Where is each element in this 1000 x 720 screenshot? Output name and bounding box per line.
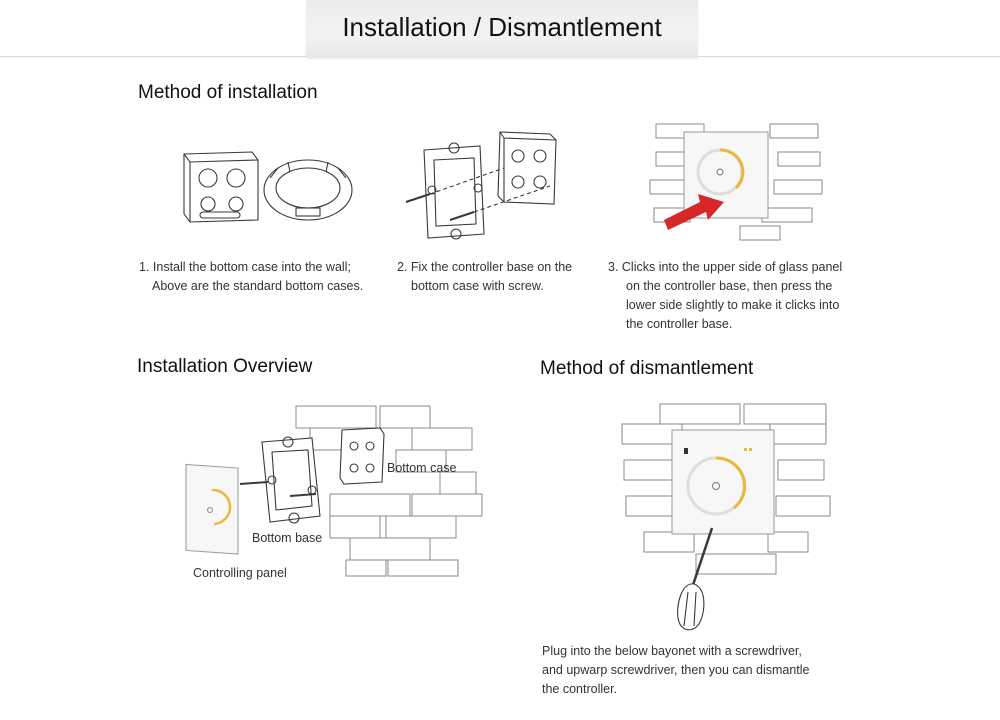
bottom-case-label: Bottom case [387,461,457,475]
brick-wall [295,405,483,577]
controller-base-illustration [405,131,557,240]
step-1-line-2: Above are the standard bottom cases. [152,279,364,293]
step-3-line-1: 3. Clicks into the upper side of glass p… [608,260,843,274]
step-3-line-3: lower side slightly to make it clicks in… [626,298,840,312]
step-2-caption: 2. Fix the controller base on the bottom… [397,258,572,296]
controlling-panel-label: Controlling panel [193,566,287,580]
step-3-line-4: the controller base. [626,317,733,331]
dismantlement-caption: Plug into the below bayonet with a screw… [542,642,810,699]
brick-wall [649,123,823,241]
dismantlement-line-3: the controller. [542,682,618,696]
step-1-line-1: 1. Install the bottom case into the wall… [139,260,351,274]
title-banner [306,0,698,58]
bottom-cases-illustration [183,151,353,223]
glass-panel-wall-illustration [649,123,823,241]
step-1-caption: 1. Install the bottom case into the wall… [139,258,363,296]
installation-heading: Method of installation [138,82,318,103]
brick-wall [621,403,831,575]
push-arrow-icon [664,194,724,230]
step-2-line-1: 2. Fix the controller base on the [397,260,573,274]
dismantlement-line-2: and upwarp screwdriver, then you can dis… [542,663,810,677]
dismantlement-line-1: Plug into the below bayonet with a screw… [542,644,802,658]
overview-heading: Installation Overview [137,356,313,377]
page-title: Installation / Dismantlement [342,12,662,42]
step-3-line-2: on the controller base, then press the [626,279,833,293]
dismantlement-illustration [621,403,831,631]
dismantlement-heading: Method of dismantlement [540,358,754,379]
bottom-base-label: Bottom base [252,531,323,545]
step-2-line-2: bottom case with screw. [411,279,544,293]
installation-overview-illustration [185,405,483,577]
screwdriver-icon [677,583,705,631]
step-3-caption: 3. Clicks into the upper side of glass p… [608,258,842,334]
